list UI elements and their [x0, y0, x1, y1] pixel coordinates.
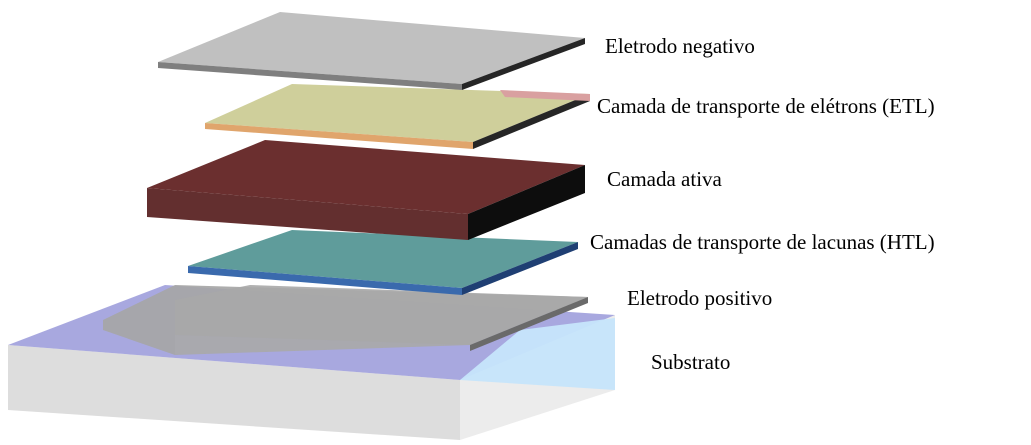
label-substrato: Substrato — [651, 350, 731, 374]
htl-top-face — [188, 230, 578, 288]
label-eletrodo-positivo: Eletrodo positivo — [627, 286, 773, 310]
label-camada-ativa: Camada ativa — [607, 167, 722, 191]
label-etl: Camada de transporte de elétrons (ETL) — [597, 94, 935, 118]
substrato-front-face — [8, 345, 460, 440]
eletrodo-positivo-main — [175, 285, 588, 355]
eletrodo-negativo-front-edge — [158, 62, 462, 90]
eletrodo-negativo-layer — [158, 12, 585, 90]
etl-layer — [205, 84, 590, 149]
label-htl: Camadas de transporte de lacunas (HTL) — [590, 230, 935, 254]
eletrodo-positivo-edge — [470, 297, 588, 351]
htl-side-edge — [462, 242, 578, 295]
etl-back-right-edge — [500, 90, 590, 101]
label-eletrodo-negativo: Eletrodo negativo — [605, 34, 755, 58]
eletrodo-negativo-top-face — [158, 12, 585, 84]
camada-ativa-front-face — [147, 188, 468, 240]
camada-ativa-side-face — [468, 165, 585, 240]
etl-front-edge — [205, 123, 473, 149]
etl-side-edge — [473, 94, 590, 149]
htl-layer — [188, 230, 578, 295]
camada-ativa-layer — [147, 140, 585, 240]
eletrodo-positivo-layer — [103, 285, 588, 355]
substrato-top-highlight — [460, 318, 615, 390]
etl-top-face — [205, 84, 590, 142]
eletrodo-negativo-side-edge — [462, 38, 585, 90]
htl-front-edge — [188, 266, 462, 295]
camada-ativa-top-face — [147, 140, 585, 214]
